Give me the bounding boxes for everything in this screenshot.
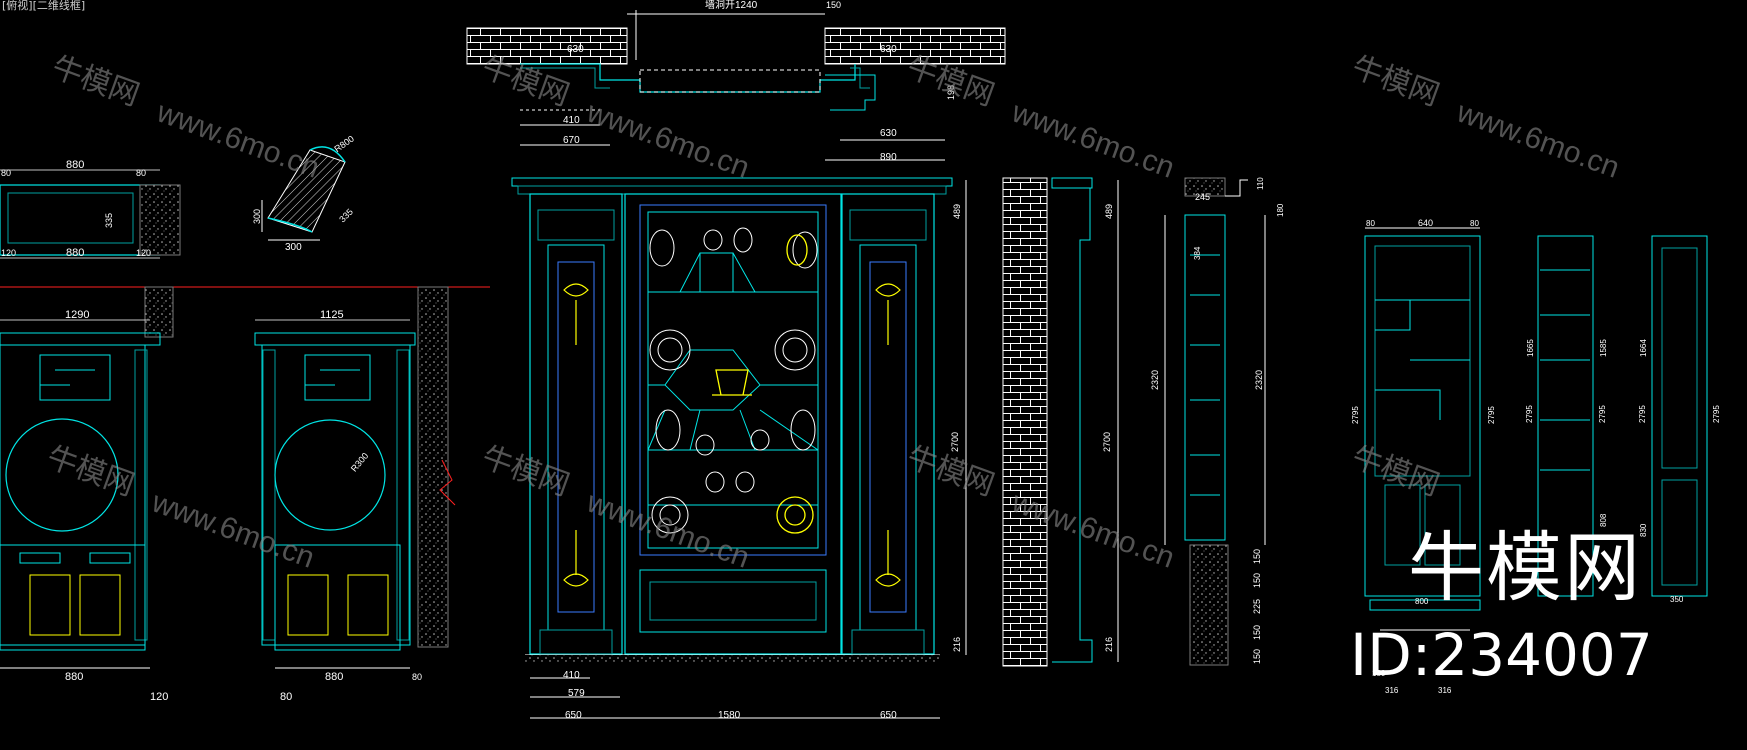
dim-plan-120-l: 120 [1, 248, 16, 258]
plan-inner [7, 192, 134, 244]
dim-wall-216: 216 [1104, 637, 1114, 652]
side-section: 245 110 180 384 2320 2320 150 150 225 15… [1150, 177, 1285, 666]
dim-cab2-base: 880 [325, 671, 343, 683]
watermark-cn-4: 牛模网 [1348, 51, 1444, 113]
watermark-url-5: www.6mo.cn [147, 485, 319, 575]
dim-r-640: 640 [1418, 218, 1433, 228]
dim-side-384: 384 [1193, 246, 1202, 260]
dim-plan-880-bot: 880 [66, 247, 84, 259]
viewport-label[interactable]: [俯视][二维线框] [2, 0, 86, 12]
watermark-url-4: www.6mo.cn [1452, 95, 1624, 185]
dim-r-800: 800 [1415, 597, 1429, 606]
dim-r-316-r: 316 [1438, 686, 1452, 695]
watermark-cn-1: 牛模网 [48, 51, 144, 113]
dim-side-150-c: 150 [1252, 625, 1262, 640]
dim-r-1665-l: 1665 [1526, 339, 1535, 357]
label-r300: R300 [349, 451, 370, 474]
watermark-url-1: www.6mo.cn [152, 95, 324, 185]
dim-main-410: 410 [563, 670, 580, 681]
dim-top-198: 198 [946, 85, 956, 100]
watermark-cn-6: 牛模网 [478, 441, 574, 503]
dim-cab1-width: 1290 [65, 309, 89, 321]
dim-r-1664: 1664 [1639, 339, 1648, 357]
dim-r-180: 180 [1372, 669, 1386, 678]
dim-plan-80-l: 80 [1, 168, 11, 178]
watermark-cn-8: 牛模网 [1348, 441, 1444, 503]
dim-corner-335: 335 [337, 207, 355, 225]
dim-r-2795-p: 2795 [1712, 405, 1721, 423]
right-elevations: 640 80 80 2795 2795 800 180 316 316 1665… [1351, 218, 1721, 695]
dim-r-80-l: 80 [1366, 219, 1375, 228]
dim-side-110: 110 [1256, 177, 1265, 190]
dim-corner-300-v: 300 [252, 209, 262, 224]
dim-r-350: 350 [1670, 595, 1684, 604]
dim-wall-2700: 2700 [1102, 432, 1112, 452]
dim-top-890: 890 [880, 152, 897, 163]
dim-plan-335: 335 [104, 213, 114, 228]
dim-main-1580: 1580 [718, 710, 741, 721]
dim-side-150-b: 150 [1252, 573, 1262, 588]
dim-top-630-right: 630 [880, 44, 897, 55]
dim-side-225: 225 [1252, 599, 1262, 614]
top-plan-wall-opening: 墙洞开1240 150 630 630 410 670 630 890 198 [466, 0, 1006, 163]
dim-cab1-120: 120 [150, 691, 168, 703]
dim-main-489: 489 [952, 204, 962, 219]
dim-r-2795-n: 2795 [1598, 405, 1607, 423]
dim-top-150: 150 [826, 0, 841, 10]
dim-top-span: 墙洞开1240 [705, 0, 758, 11]
dim-main-650-l: 650 [565, 710, 582, 721]
dim-cab-80-a: 80 [412, 672, 422, 682]
dim-top-670: 670 [563, 135, 580, 146]
dim-main-216: 216 [952, 637, 962, 652]
dim-r-2795-r: 2795 [1487, 406, 1496, 424]
dim-side-150-d: 150 [1252, 649, 1262, 664]
dim-side-245: 245 [1195, 192, 1210, 202]
dim-side-2320-l: 2320 [1150, 370, 1160, 390]
dim-side-2320-r: 2320 [1254, 370, 1264, 390]
dim-plan-120-r: 120 [136, 248, 151, 258]
dim-side-150-a: 150 [1252, 549, 1262, 564]
brand-logo-text: 牛模网 [1408, 523, 1642, 612]
dim-main-650-r: 650 [880, 710, 897, 721]
dim-r-80-r: 80 [1470, 219, 1479, 228]
wall-section: 489 2700 216 [1002, 177, 1119, 667]
watermark-url-6: www.6mo.cn [582, 485, 754, 575]
cabinet-elevation-1: 1290 880 120 [0, 286, 490, 703]
dim-cab1-base: 880 [65, 671, 83, 683]
dim-r-2795-m: 2795 [1525, 405, 1534, 423]
plan-outline [0, 184, 161, 256]
main-cabinet-elevation: 410 579 650 1580 650 489 2700 216 [511, 177, 967, 721]
dim-r-2795-l: 2795 [1351, 406, 1360, 424]
cabinet-elevation-2: 1125 R300 880 80 80 [254, 286, 456, 703]
plan-view-left: 880 880 80 80 120 120 335 [0, 159, 181, 259]
dim-r-1585: 1585 [1599, 339, 1608, 357]
dim-cab2-width: 1125 [320, 309, 344, 321]
dim-r-2795-o: 2795 [1638, 405, 1647, 423]
dim-corner-300-h: 300 [285, 242, 302, 253]
plan-wall-hatch [139, 184, 181, 256]
dim-r-830: 830 [1639, 523, 1648, 537]
dim-top-630-left: 630 [567, 44, 584, 55]
dim-corner-r800: R800 [332, 134, 355, 155]
dim-top-410: 410 [563, 115, 580, 126]
dim-top-630-b: 630 [880, 128, 897, 139]
dim-cab2-80: 80 [280, 691, 292, 703]
dim-side-180: 180 [1276, 203, 1285, 217]
dim-r-808: 808 [1599, 513, 1608, 527]
dim-wall-489: 489 [1104, 204, 1114, 219]
dim-plan-80-r: 80 [136, 168, 146, 178]
dim-main-579: 579 [568, 688, 585, 699]
watermark-url-3: www.6mo.cn [1007, 95, 1179, 185]
brand-id-text: ID:234007 [1350, 621, 1653, 689]
watermark-cn-5: 牛模网 [43, 441, 139, 503]
dim-main-2700: 2700 [950, 432, 960, 452]
dim-r-316-l: 316 [1385, 686, 1399, 695]
dim-plan-880-top: 880 [66, 159, 84, 171]
watermark-url-2: www.6mo.cn [582, 95, 754, 185]
